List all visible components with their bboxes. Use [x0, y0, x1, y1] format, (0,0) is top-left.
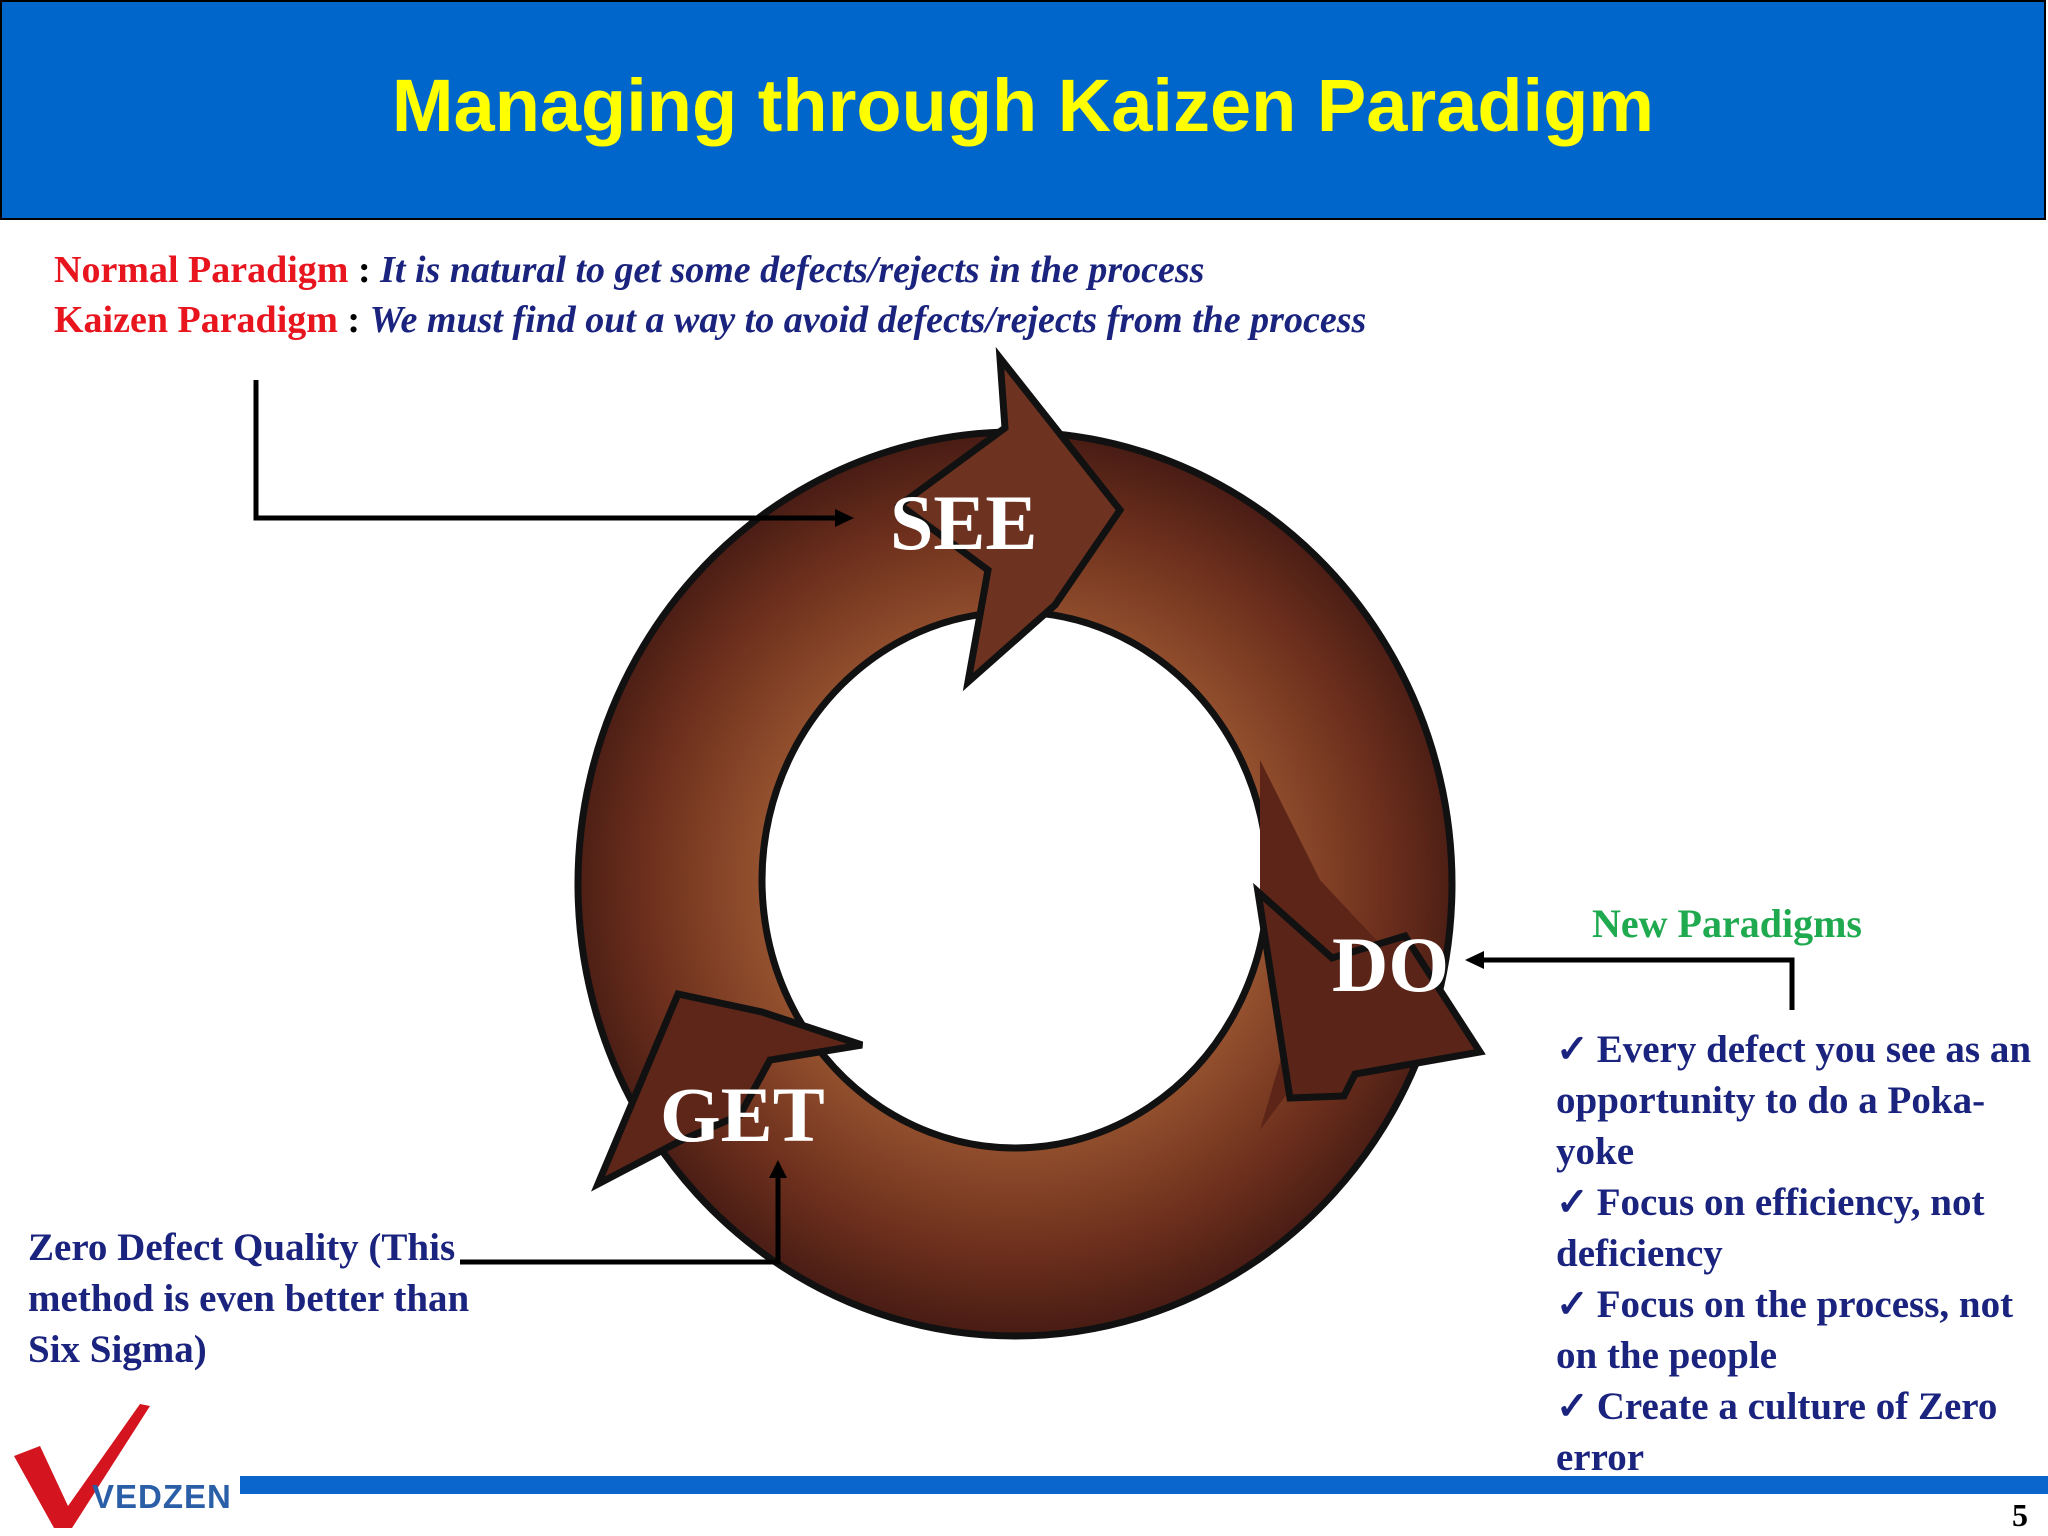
new-paradigms-list: ✓Every defect you see as an opportunity … — [1556, 1024, 2036, 1483]
footer-bar — [240, 1476, 2048, 1494]
new-paradigm-item: ✓Create a culture of Zero error — [1556, 1381, 2036, 1483]
title-bar — [0, 0, 2046, 220]
get-arrow — [590, 989, 864, 1192]
new-paradigm-item-text: Focus on the process, not on the people — [1556, 1283, 2014, 1377]
normal-paradigm-colon: : — [357, 249, 371, 291]
slide-title: Managing through Kaizen Paradigm — [391, 63, 1655, 147]
checkmark-icon: ✓ — [1556, 1028, 1589, 1071]
kaizen-paradigm-label: Kaizen Paradigm — [54, 299, 338, 341]
stage-do: DO — [1332, 921, 1449, 1008]
connector-to-do-arrowhead — [1465, 951, 1484, 969]
new-paradigms-title: New Paradigms — [1592, 901, 1862, 946]
normal-paradigm-line: Normal Paradigm : It is natural to get s… — [54, 248, 1204, 292]
connector-to-get — [460, 1178, 781, 1265]
stage-get: GET — [660, 1071, 825, 1158]
company-logo-text: VEDZEN — [92, 1478, 232, 1515]
new-paradigm-item: ✓Focus on the process, not on the people — [1556, 1279, 2036, 1381]
connector-to-see-arrowhead — [835, 509, 854, 527]
checkmark-icon: ✓ — [1556, 1385, 1589, 1428]
connector-to-do — [1484, 957, 1795, 1010]
kaizen-paradigm-colon: : — [347, 299, 361, 341]
new-paradigm-item: ✓Every defect you see as an opportunity … — [1556, 1024, 2036, 1177]
connector-to-get-arrowhead — [769, 1160, 787, 1178]
logo-check-icon — [14, 1404, 150, 1528]
do-arrow — [1253, 882, 1486, 1102]
new-paradigm-item-text: Focus on efficiency, not deficiency — [1556, 1181, 1985, 1275]
normal-paradigm-label: Normal Paradigm — [54, 249, 349, 291]
checkmark-icon: ✓ — [1556, 1181, 1589, 1224]
new-paradigm-item-text: Create a culture of Zero error — [1556, 1385, 1998, 1479]
cycle-ring — [574, 428, 1456, 1340]
page-number: 5 — [2012, 1497, 2028, 1533]
new-paradigm-item-text: Every defect you see as an opportunity t… — [1556, 1028, 2032, 1173]
connector-to-see — [253, 380, 835, 521]
see-arrow-head — [894, 346, 1125, 692]
zero-defect-note: Zero Defect Quality (This method is even… — [28, 1226, 470, 1371]
kaizen-paradigm-line: Kaizen Paradigm : We must find out a way… — [54, 298, 1366, 342]
new-paradigm-item: ✓Focus on efficiency, not deficiency — [1556, 1177, 2036, 1279]
stage-see: SEE — [890, 479, 1038, 566]
normal-paradigm-text: It is natural to get some defects/reject… — [380, 249, 1205, 291]
checkmark-icon: ✓ — [1556, 1283, 1589, 1326]
kaizen-paradigm-text: We must find out a way to avoid defects/… — [369, 299, 1367, 341]
